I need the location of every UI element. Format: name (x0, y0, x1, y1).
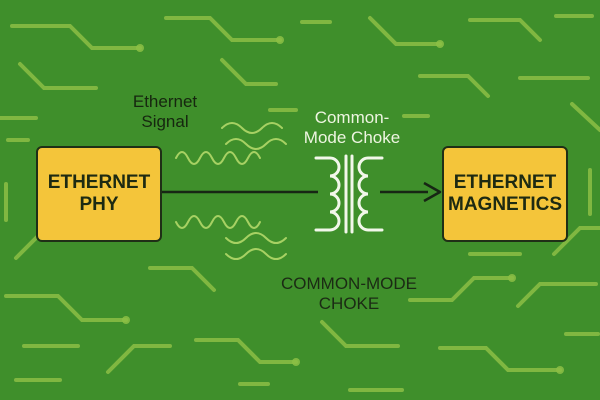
pcb-traces (0, 14, 600, 392)
choke-label-top: Common- Mode Choke (303, 108, 401, 147)
ethernet-magnetics-block: ETHERNET MAGNETICS (442, 146, 568, 242)
ethernet-signal-label: Ethernet Signal (132, 92, 198, 131)
choke-label-bottom: COMMON-MODE CHOKE (281, 274, 417, 313)
pcb-pads (122, 36, 564, 374)
ethernet-phy-block: ETHERNET PHY (36, 146, 162, 242)
